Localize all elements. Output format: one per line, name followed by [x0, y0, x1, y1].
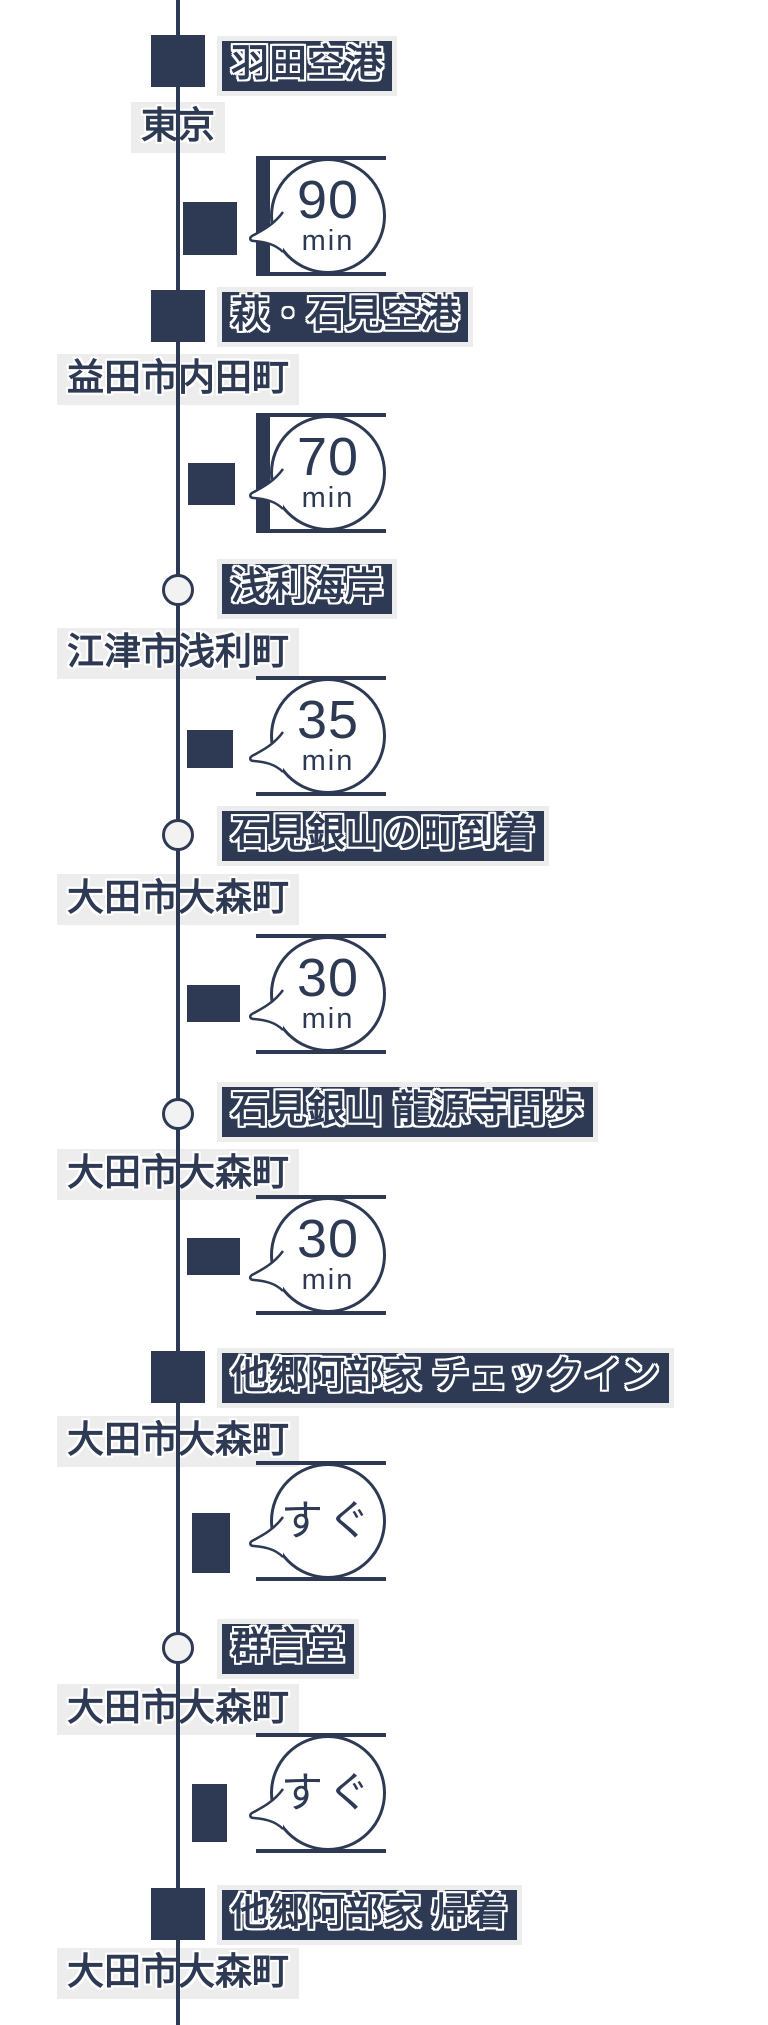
car-icon [187, 1238, 240, 1275]
travel-segment: すぐ [249, 1733, 386, 1853]
car-icon [187, 985, 240, 1022]
stop-marker-square [151, 1888, 205, 1940]
duration-bubble: 70 min [270, 415, 386, 531]
segment-bottom-line [256, 1577, 386, 1581]
duration-bubble: 35 min [270, 678, 386, 794]
duration-bubble: すぐ [270, 1463, 386, 1579]
walk-icon [192, 1513, 230, 1573]
travel-segment: 90 min [249, 156, 386, 276]
bubble-tail [249, 989, 285, 1031]
station-name: 他郷阿部家 チェックイン [222, 1353, 669, 1403]
station-name: 他郷阿部家 帰着 [222, 1890, 517, 1940]
bubble-tail [249, 468, 285, 510]
duration-unit: min [301, 745, 355, 778]
stop-marker-square [151, 290, 205, 342]
station-name: 浅利海岸 [222, 564, 393, 614]
duration-value: 30 [296, 948, 360, 1009]
duration-unit: min [301, 1003, 355, 1036]
stop-marker-circle [162, 819, 194, 851]
bubble-tail [249, 1788, 285, 1830]
station-name: 萩・石見空港 [222, 292, 469, 342]
duration-value: すぐ [280, 1497, 375, 1545]
station-name: 石見銀山 龍源寺間歩 [222, 1087, 593, 1137]
segment-bottom-line [256, 1050, 386, 1054]
segment-bottom-line [256, 1849, 386, 1853]
segment-bottom-line [256, 1311, 386, 1315]
bubble-tail [249, 211, 285, 253]
stop-marker-square [151, 1351, 205, 1403]
car-icon [188, 463, 235, 505]
car-icon [187, 730, 233, 768]
duration-unit: min [301, 225, 355, 258]
segment-bottom-line [256, 792, 386, 796]
segment-bottom-line [256, 529, 386, 533]
duration-value: 30 [296, 1209, 360, 1270]
travel-segment: 30 min [249, 1195, 386, 1315]
travel-segment: すぐ [249, 1461, 386, 1581]
duration-bubble: 30 min [270, 1197, 386, 1313]
bubble-tail [249, 1250, 285, 1292]
duration-value: 90 [296, 170, 360, 231]
segment-bottom-line [256, 272, 386, 276]
travel-segment: 70 min [249, 413, 386, 533]
plane-icon [183, 202, 237, 255]
travel-segment: 35 min [249, 676, 386, 796]
duration-bubble: 90 min [270, 158, 386, 274]
segment-left-bar [256, 156, 270, 276]
duration-value: すぐ [280, 1769, 375, 1817]
segment-left-bar [256, 413, 270, 533]
stop-marker-circle [162, 574, 194, 606]
duration-value: 70 [296, 427, 360, 488]
stop-marker-square [151, 35, 205, 87]
travel-segment: 30 min [249, 934, 386, 1054]
duration-value: 35 [296, 690, 360, 751]
bubble-tail [249, 1516, 285, 1558]
station-name: 羽田空港 [222, 41, 393, 91]
walk-icon [192, 1784, 227, 1842]
bubble-tail [249, 731, 285, 773]
station-name: 石見銀山の町到着 [222, 811, 545, 861]
station-name: 群言堂 [222, 1624, 355, 1674]
stop-marker-circle [162, 1098, 194, 1130]
timeline-line [176, 0, 180, 2025]
duration-unit: min [301, 482, 355, 515]
duration-bubble: すぐ [270, 1735, 386, 1851]
stop-marker-circle [162, 1632, 194, 1664]
duration-unit: min [301, 1264, 355, 1297]
duration-bubble: 30 min [270, 936, 386, 1052]
